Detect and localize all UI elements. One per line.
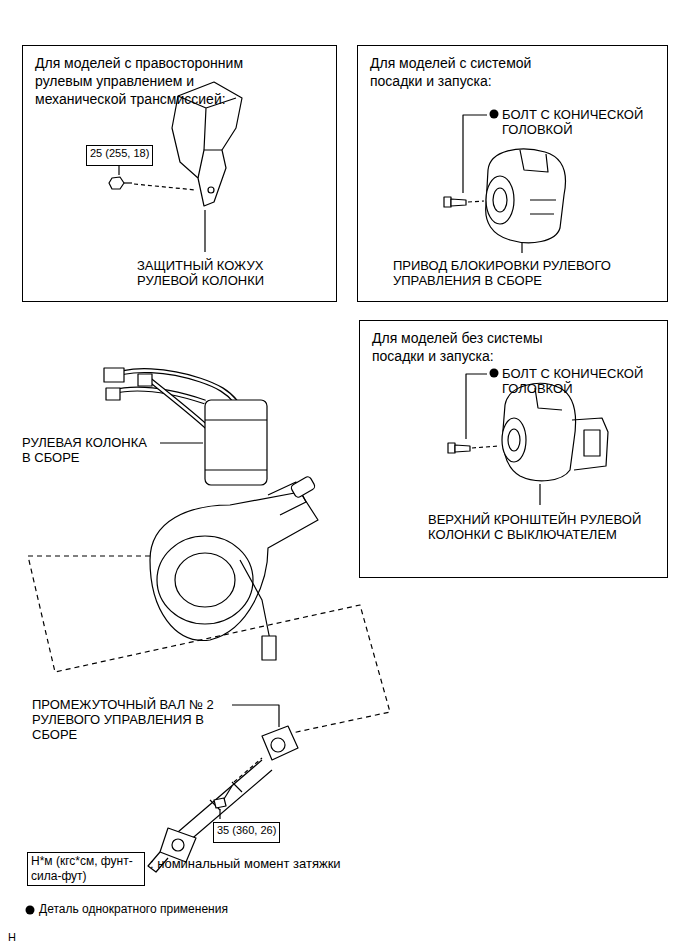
- leader-line: [521, 243, 522, 253]
- lock-actuator: [486, 149, 566, 243]
- figure-code: H: [8, 930, 28, 945]
- steering-column: [104, 368, 318, 660]
- leader-line: [204, 210, 205, 252]
- assembly-line: [134, 184, 196, 190]
- cover-bolt: [109, 177, 132, 189]
- part-name: ВЕРХНИЙ КРОНШТЕЙН РУЛЕВОЙ КОЛОНКИ С ВЫКЛ…: [428, 512, 658, 542]
- torque-value: Н*м (кгс*см, фунт-сила-фут): [31, 854, 141, 884]
- intermediate-shaft: [148, 726, 298, 872]
- leader-line: [463, 115, 487, 193]
- torque-spec-box: 35 (360, 26): [213, 822, 280, 843]
- part-name: ПРОМЕЖУТОЧНЫЙ ВАЛ № 2 РУЛЕВОГО УПРАВЛЕНИ…: [32, 697, 224, 742]
- leader-line: [539, 484, 540, 505]
- part-name: ЗАЩИТНЫЙ КОЖУХ РУЛЕВОЙ КОЛОНКИ: [137, 258, 302, 288]
- assembly-line: [234, 758, 262, 782]
- tapered-bolt: [444, 197, 466, 207]
- condition-heading: Для моделей с системой посадки и запуска…: [370, 54, 560, 90]
- legend-entry: Деталь однократного применения: [25, 902, 228, 917]
- assembly-line: [472, 446, 500, 448]
- part-name: БОЛТ С КОНИЧЕСКОЙ ГОЛОВКОЙ: [502, 366, 660, 396]
- legend-swatch: [25, 905, 35, 915]
- torque-value: 35 (360, 26): [217, 823, 276, 837]
- legend-text: Деталь однократного применения: [39, 902, 228, 917]
- leader-line: [219, 809, 220, 819]
- legend-note: : номинальный момент затяжки: [150, 856, 390, 871]
- condition-heading: Для моделей без системы посадки и запуск…: [372, 329, 562, 365]
- torque-spec-box: 25 (255, 18): [86, 145, 153, 166]
- torque-legend-box: Н*м (кгс*см, фунт-сила-фут): [27, 852, 145, 886]
- shaft-bolt: [214, 786, 232, 808]
- leader-line: [160, 442, 203, 443]
- part-name: РУЛЕВАЯ КОЛОНКА В СБОРЕ: [22, 435, 156, 465]
- assembly-line: [468, 201, 484, 202]
- leader-line: [466, 374, 487, 439]
- leader-line: [232, 705, 279, 727]
- tapered-bolt: [448, 443, 470, 453]
- single-use-mark: [490, 110, 499, 119]
- part-name: ПРИВОД БЛОКИРОВКИ РУЛЕВОГО УПРАВЛЕНИЯ В …: [393, 258, 638, 288]
- torque-value: 25 (255, 18): [90, 146, 149, 160]
- part-name: БОЛТ С КОНИЧЕСКОЙ ГОЛОВКОЙ: [502, 107, 660, 137]
- single-use-mark: [490, 369, 499, 378]
- condition-heading: Для моделей с правосторонним рулевым упр…: [35, 54, 280, 108]
- upper-bracket-with-switch: [502, 383, 608, 480]
